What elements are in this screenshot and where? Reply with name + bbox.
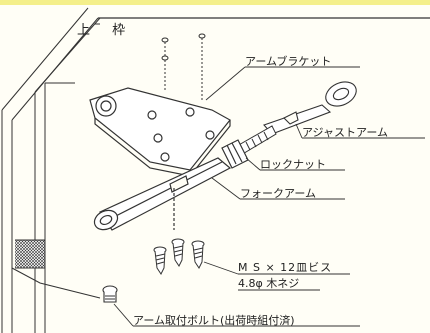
lock-nut [221,139,249,169]
screws [153,238,205,275]
top-border [0,0,430,5]
mounting-bolt [102,285,118,303]
frame-ground [11,267,101,299]
adjust-arm [263,81,357,135]
frame-hatch [15,240,45,268]
adjust-arm-label: アジャストアーム [302,126,389,139]
arm-bracket [89,87,231,177]
door-frame [1,7,430,333]
frame-screw-marks [161,33,206,100]
lock-nut-label: ロックナット [260,158,326,171]
screw-label: M S × 12皿ビス [238,261,333,274]
leader-lines [113,66,425,327]
wood-screw-label: 4.8φ 木ネジ [238,277,300,290]
fork-arm-label: フォークアーム [240,187,317,200]
frame-step [15,239,46,269]
arm-bracket-label: アームブラケット [245,55,332,68]
fork-arm [93,157,232,231]
frame-label: 上 枠 [77,23,135,38]
mounting-bolt-label: アーム取付ボルト(出荷時組付済) [133,314,295,327]
